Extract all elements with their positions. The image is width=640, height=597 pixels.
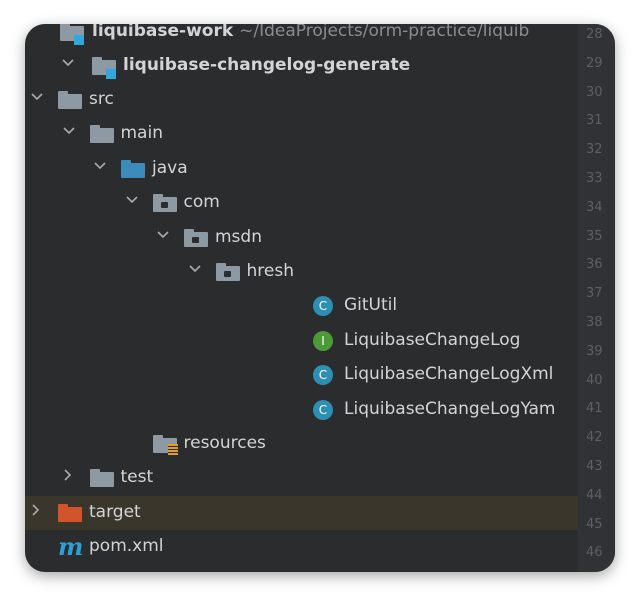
tree-row-file[interactable]: C LiquibaseChangeLogXml [25, 358, 578, 392]
line-number: 31 [586, 113, 603, 129]
line-number: 45 [586, 516, 603, 532]
line-number: 41 [586, 401, 603, 417]
file-name: GitUtil [344, 295, 398, 316]
line-number: 39 [586, 343, 603, 359]
tree-row-root[interactable]: liquibase-work ~/IdeaProjects/orm-practi… [25, 24, 578, 49]
line-number: 38 [586, 315, 603, 330]
msdn-label: msdn [215, 226, 262, 247]
tree-row-module[interactable]: liquibase-changelog-generate [25, 49, 578, 83]
tree-row-resources[interactable]: resources [25, 427, 578, 461]
package-icon [215, 263, 240, 281]
tree-row-java[interactable]: java [25, 152, 578, 186]
chevron-down-icon[interactable] [62, 58, 74, 68]
class-icon: C [313, 296, 333, 317]
main-label: main [120, 123, 163, 144]
line-number-gutter: 28 29 30 31 32 33 34 35 36 37 38 39 40 41 42 43 44 45 46 [578, 24, 615, 572]
chevron-down-icon[interactable] [188, 264, 201, 274]
folder-icon [89, 125, 114, 144]
tree-row-hresh[interactable]: hresh [25, 255, 578, 289]
folder-icon [121, 159, 145, 178]
line-number: 29 [586, 55, 603, 71]
resources-folder-icon [152, 435, 178, 456]
line-number: 32 [586, 142, 603, 158]
root-path: ~/IdeaProjects/orm-practice/liquib [239, 24, 530, 41]
class-icon: C [313, 399, 333, 420]
project-tree-panel: 28 29 30 31 32 33 34 35 36 37 38 39 40 41 42 43 44 45 46 l… [25, 24, 615, 572]
src-label: src [89, 89, 114, 109]
line-number: 28 [586, 27, 603, 42]
chevron-right-icon[interactable] [63, 469, 73, 481]
tree-row-msdn[interactable]: msdn [25, 221, 578, 255]
line-number: 36 [586, 257, 603, 273]
folder-icon [89, 469, 114, 488]
chevron-down-icon[interactable] [125, 195, 138, 205]
line-number: 40 [586, 372, 603, 388]
file-name: LiquibaseChangeLog [344, 329, 521, 350]
tree-row-file[interactable]: C LiquibaseChangeLogYam [25, 393, 578, 427]
pom-label: pom.xml [89, 536, 164, 557]
line-number: 44 [586, 487, 603, 503]
tree-row-file[interactable]: C GitUtil [25, 289, 578, 323]
module-name: liquibase-changelog-generate [123, 55, 411, 75]
line-number: 34 [586, 199, 603, 215]
root-name: liquibase-work [92, 24, 234, 41]
line-number: 33 [586, 171, 603, 186]
chevron-right-icon[interactable] [31, 504, 41, 516]
tree-row-file[interactable]: I LiquibaseChangeLog [25, 324, 578, 358]
module-folder-icon [92, 57, 116, 79]
maven-icon: m [58, 532, 84, 562]
tree-row-src[interactable]: src [25, 83, 578, 117]
folder-icon [58, 91, 82, 109]
module-folder-icon [60, 24, 84, 45]
chevron-down-icon[interactable] [94, 161, 106, 171]
tree-row-main[interactable]: main [25, 117, 578, 151]
line-number: 30 [586, 84, 603, 100]
chevron-down-icon[interactable] [31, 92, 43, 102]
java-label: java [152, 157, 188, 178]
line-number: 43 [586, 459, 603, 474]
interface-icon: I [313, 330, 333, 351]
resources-label: resources [183, 433, 266, 453]
chevron-down-icon[interactable] [157, 230, 169, 240]
tree-row-com[interactable]: com [25, 186, 578, 220]
class-icon: C [313, 365, 333, 386]
line-number: 37 [586, 286, 603, 302]
chevron-down-icon[interactable] [62, 126, 75, 136]
test-label: test [120, 467, 154, 488]
file-name: LiquibaseChangeLogXml [344, 364, 554, 385]
package-icon [152, 194, 177, 213]
excluded-folder-icon [58, 503, 82, 522]
hresh-label: hresh [246, 261, 294, 281]
file-name: LiquibaseChangeLogYam [344, 398, 556, 419]
line-number: 46 [586, 545, 603, 561]
tree-row-test[interactable]: test [25, 461, 578, 495]
com-label: com [183, 192, 220, 213]
line-number: 42 [586, 430, 603, 446]
line-number: 35 [586, 228, 603, 244]
tree-row-target[interactable]: target [25, 495, 578, 530]
package-icon [184, 228, 208, 247]
target-label: target [89, 501, 141, 522]
